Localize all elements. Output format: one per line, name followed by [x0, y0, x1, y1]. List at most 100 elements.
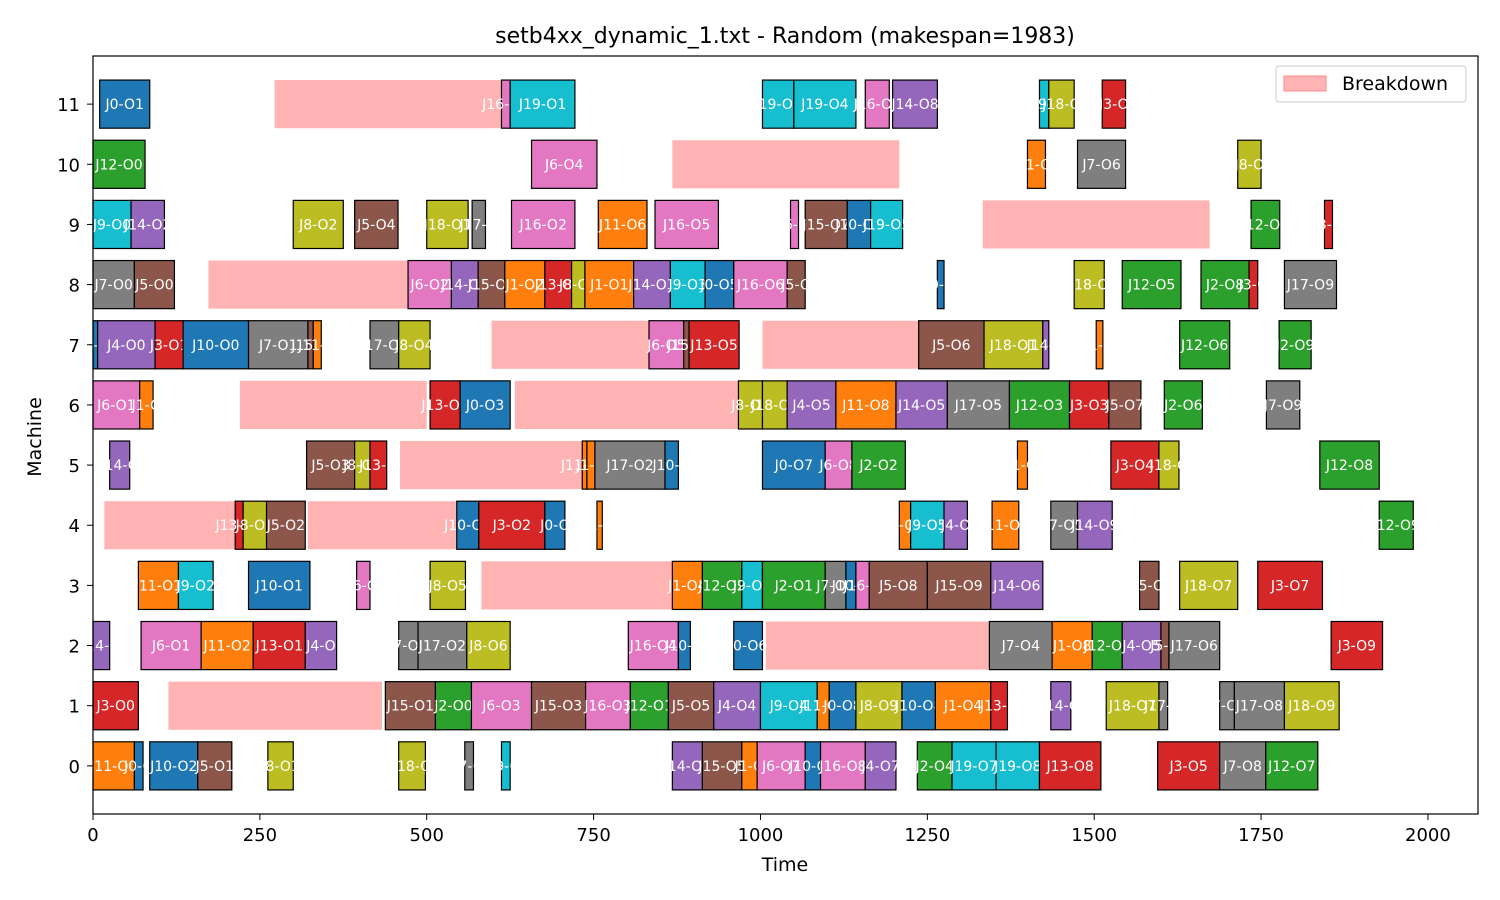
- operation-bar: [92, 259, 135, 310]
- operation-label: J19-O1: [518, 97, 566, 113]
- operation-bar: [398, 741, 426, 791]
- operation-label: J18-O1: [423, 217, 471, 233]
- operation-label: J3-O5: [1168, 759, 1207, 775]
- operation-bar: [417, 620, 468, 671]
- operation-label: J3-O3: [1069, 398, 1108, 414]
- operation-bar: [1073, 259, 1105, 310]
- operation-label: J0-O: [539, 518, 570, 534]
- operation-label: J17-O2: [418, 639, 466, 655]
- operation-label: J18-O: [392, 759, 431, 775]
- operation-label: J3-O9: [1337, 639, 1376, 655]
- operation-label: J16-O9: [853, 97, 901, 113]
- operation-label: J14-O: [1026, 338, 1065, 354]
- operation-label: J5-O8: [878, 578, 917, 594]
- operation-label: J18-O1: [989, 338, 1037, 354]
- operation-label: J4-O4: [717, 699, 756, 715]
- operation-bar: [934, 681, 992, 731]
- operation-bar: [197, 741, 233, 791]
- breakdown-bar: [307, 501, 457, 550]
- operation-bar: [951, 741, 997, 791]
- operation-bar: [916, 741, 953, 791]
- operation-label: J1-O: [131, 398, 162, 414]
- operation-bar: [426, 199, 469, 250]
- operation-label: J0-O: [123, 759, 154, 775]
- operation-label: J16-O5: [662, 217, 710, 233]
- operation-bar: [786, 259, 806, 310]
- operation-label: J18-O7: [1184, 578, 1232, 594]
- x-tick-label: 500: [410, 825, 444, 846]
- operation-bar: [459, 380, 511, 430]
- operation-label: J4-O: [305, 639, 336, 655]
- operation-bar: [789, 199, 800, 250]
- legend: Breakdown: [1275, 65, 1467, 103]
- operation-bar: [713, 681, 762, 731]
- operation-label: J3-O4: [1115, 458, 1154, 474]
- operation-label: J3-O2: [492, 518, 531, 534]
- operation-label: J18-O: [1041, 97, 1080, 113]
- operation-label: J12-O8: [1325, 458, 1373, 474]
- operation-bar: [1250, 199, 1281, 250]
- operation-label: J0-O7: [774, 458, 813, 474]
- operation-label: J12-O2: [697, 578, 745, 594]
- y-axis-label: Machine: [24, 397, 46, 477]
- operation-bar: [1121, 620, 1162, 671]
- operation-bar: [1168, 620, 1221, 671]
- operation-label: J16-O3: [583, 699, 631, 715]
- operation-label: J10-O: [651, 458, 690, 474]
- operation-bar: [429, 380, 461, 430]
- operation-label: J16-O8: [818, 759, 866, 775]
- operation-label: J6-O1: [96, 398, 135, 414]
- operation-label: J13-O1: [534, 278, 582, 294]
- operation-label: J4-O0: [106, 338, 145, 354]
- breakdown-bar: [104, 501, 236, 550]
- operation-bar: [1076, 139, 1127, 189]
- operation-bar: [398, 320, 431, 370]
- operation-bar: [1050, 500, 1079, 550]
- operation-label: J1-O4: [943, 699, 982, 715]
- operation-label: J15-O2: [467, 278, 515, 294]
- operation-label: J4-O5: [791, 398, 830, 414]
- operation-bar: [1319, 440, 1380, 490]
- operation-label: J7-O1: [258, 338, 297, 354]
- operation-label: J7-O: [453, 759, 484, 775]
- operation-bar: [1219, 741, 1267, 791]
- operation-label: J7-O6: [1081, 157, 1120, 173]
- operation-bar: [139, 380, 154, 430]
- operation-bar: [1157, 741, 1221, 791]
- operation-bar: [267, 741, 294, 791]
- operation-bar: [864, 741, 897, 791]
- operation-label: J17-O6: [1170, 639, 1218, 655]
- x-tick-label: 1500: [1071, 825, 1117, 846]
- operation-label: J2-O6: [1163, 398, 1202, 414]
- operation-bar: [1283, 681, 1340, 731]
- operation-label: J6-O: [348, 578, 379, 594]
- operation-label: J9-O2: [176, 578, 215, 594]
- operation-bar: [470, 681, 533, 731]
- operation-label: J1-O4: [667, 578, 706, 594]
- operation-bar: [1158, 440, 1180, 490]
- operation-bar: [305, 440, 356, 490]
- operation-bar: [664, 440, 679, 490]
- operation-bar: [356, 560, 371, 611]
- operation-label: J8-O1: [260, 759, 299, 775]
- operation-bar: [1378, 500, 1414, 550]
- operation-label: J3-O: [1313, 217, 1344, 233]
- operation-bar: [200, 620, 254, 671]
- operation-label: J5-O0: [134, 278, 173, 294]
- operation-label: J10-O: [664, 639, 703, 655]
- operation-label: J7-O9: [1263, 398, 1302, 414]
- operation-bar: [761, 440, 826, 490]
- operation-label: J3-O: [1098, 97, 1129, 113]
- operation-label: J17-O2: [605, 458, 653, 474]
- operation-label: J8-O5: [428, 578, 467, 594]
- operation-label: J11-O8: [841, 398, 889, 414]
- operation-bar: [1105, 681, 1160, 731]
- operation-label: J11-O2: [203, 639, 251, 655]
- operation-label: J6-O5: [646, 338, 685, 354]
- operation-bar: [629, 681, 669, 731]
- breakdown-bar: [672, 140, 900, 189]
- operation-label: J0-O8: [822, 699, 861, 715]
- operation-bar: [92, 741, 135, 791]
